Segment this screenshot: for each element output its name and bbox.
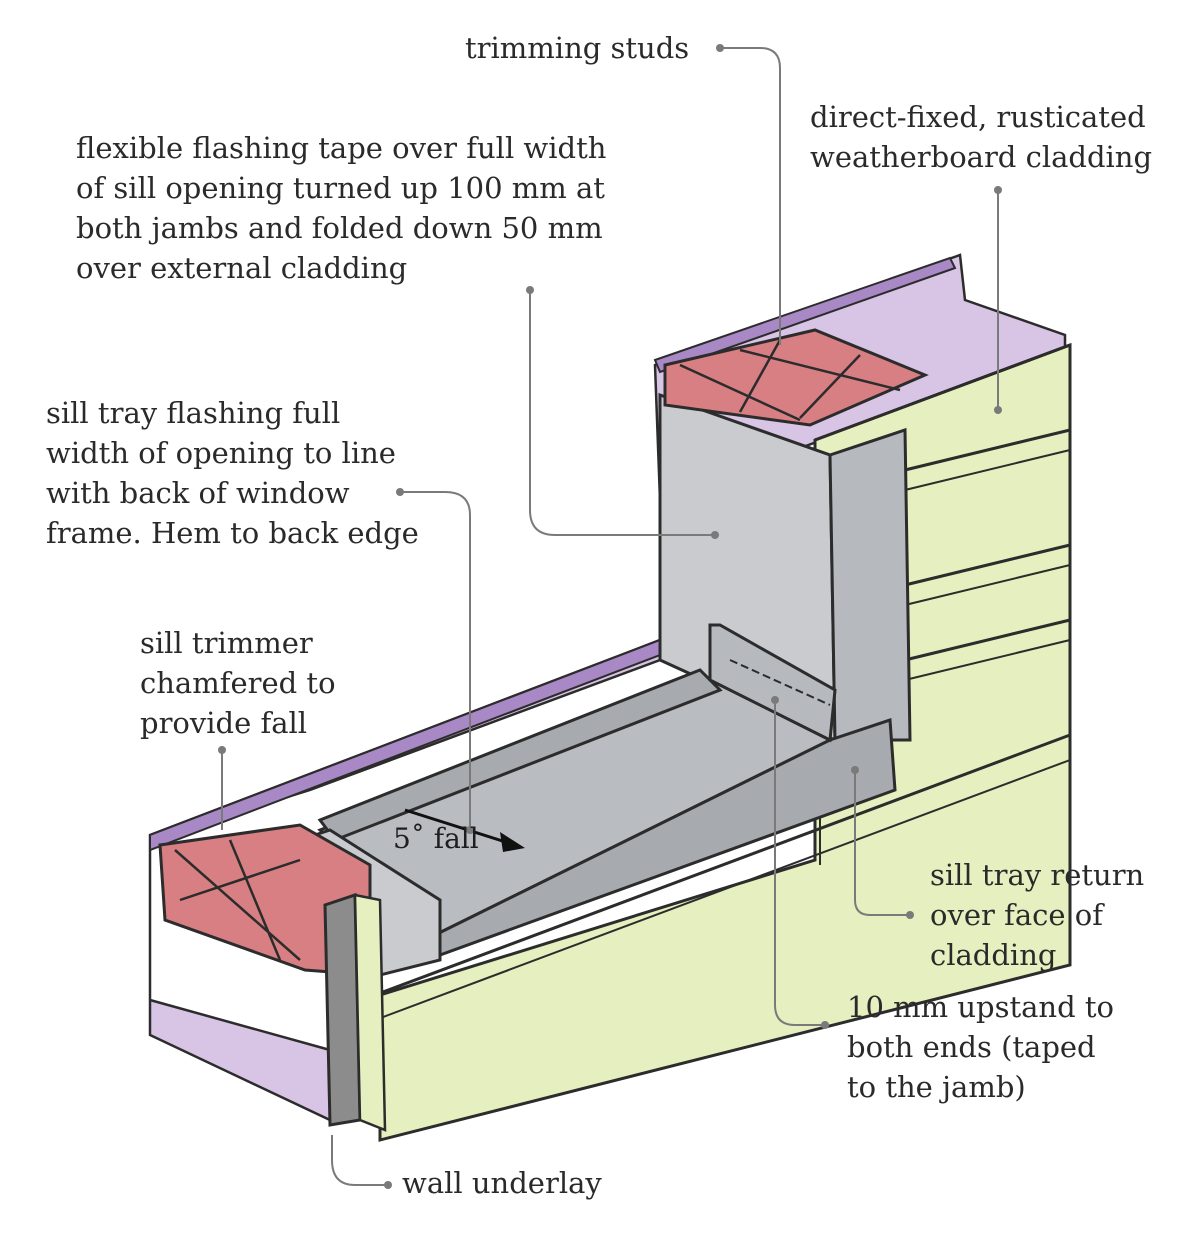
leader-dot-trimming-studs xyxy=(716,44,724,52)
weatherboard-line-1 xyxy=(904,428,1071,472)
label-wall-underlay: wall underlay xyxy=(402,1163,602,1203)
leader-dot-flashing-tape xyxy=(526,286,534,294)
weatherboard-line-6 xyxy=(904,639,1071,681)
leader-dot-sill-tray-end xyxy=(466,826,474,834)
fall-arrowhead xyxy=(500,832,525,852)
trimming-stud-x xyxy=(679,339,901,422)
jamb-flashing-side xyxy=(828,427,912,742)
label-line: wall underlay xyxy=(402,1166,602,1200)
leader-sill-tray xyxy=(400,491,471,830)
leader-dot-tray-return-start xyxy=(851,766,859,774)
label-fall: 5˚ fall xyxy=(393,822,479,855)
leader-tray-return xyxy=(854,770,910,916)
label-line: 10 mm upstand to xyxy=(847,990,1114,1024)
label-sill-tray: sill tray flashing full width of opening… xyxy=(46,393,419,553)
leader-wall-underlay xyxy=(331,1135,388,1186)
label-line: chamfered to xyxy=(140,666,336,700)
label-line: with back of window xyxy=(46,476,350,510)
leader-dot-wall-underlay xyxy=(384,1181,392,1189)
leader-dot-flashing-tape-end xyxy=(711,531,719,539)
leader-dot-upstand-start xyxy=(771,696,779,704)
label-line: over face of xyxy=(930,898,1103,932)
label-trimming-studs: trimming studs xyxy=(465,28,689,68)
fall-arrow xyxy=(404,808,516,847)
label-line: to the jamb) xyxy=(847,1070,1026,1104)
weatherboard-line-8 xyxy=(374,759,1071,1021)
leader-dot-upstand xyxy=(821,1021,829,1029)
label-tray-return: sill tray return over face of cladding xyxy=(930,855,1144,975)
label-cladding: direct-fixed, rusticated weatherboard cl… xyxy=(810,97,1152,177)
label-line: both jambs and folded down 50 mm xyxy=(76,211,603,245)
label-sill-trimmer: sill trimmer chamfered to provide fall xyxy=(140,623,336,743)
weatherboard-line-3 xyxy=(904,543,1071,587)
weatherboard-line-5 xyxy=(904,618,1071,662)
label-line: of sill opening turned up 100 mm at xyxy=(76,171,605,205)
label-line: sill trimmer xyxy=(140,626,313,660)
label-line: frame. Hem to back edge xyxy=(46,516,419,550)
label-line: trimming studs xyxy=(465,31,690,65)
sill-tray-right-upstand xyxy=(708,623,837,743)
label-line: provide fall xyxy=(140,706,308,740)
label-line: over external cladding xyxy=(76,251,408,285)
label-upstand: 10 mm upstand to both ends (taped to the… xyxy=(847,987,1114,1107)
wall-underlay-left xyxy=(148,638,662,1122)
weatherboard-line-7 xyxy=(374,733,1071,997)
leader-dot-cladding xyxy=(994,186,1002,194)
label-line: cladding xyxy=(930,938,1057,972)
leader-trimming-studs xyxy=(720,47,781,345)
wall-underlay-right-edge xyxy=(653,256,957,374)
weatherboard-line-2 xyxy=(904,449,1071,491)
upstand-tape-line xyxy=(729,659,831,706)
label-line: width of opening to line xyxy=(46,436,396,470)
weatherboard-top-edge xyxy=(814,343,1071,442)
label-line: sill tray flashing full xyxy=(46,396,341,430)
sill-trimmer-x xyxy=(174,839,301,961)
leader-dot-cladding-end xyxy=(994,406,1002,414)
label-line: weatherboard cladding xyxy=(810,140,1153,174)
leader-dot-tray-return xyxy=(906,911,914,919)
leader-dot-sill-trimmer xyxy=(218,746,226,754)
cladding-section xyxy=(353,893,387,1132)
label-line: direct-fixed, rusticated xyxy=(810,100,1146,134)
label-flashing-tape: flexible flashing tape over full width o… xyxy=(76,128,606,288)
trimming-stud-top xyxy=(663,328,929,427)
leader-flashing-tape xyxy=(529,290,715,536)
weatherboard-line-4 xyxy=(904,564,1071,606)
leader-upstand xyxy=(774,700,825,1026)
label-line: both ends (taped xyxy=(847,1030,1096,1064)
leader-dot-sill-tray xyxy=(396,488,404,496)
label-line: flexible flashing tape over full width xyxy=(76,131,607,165)
label-line: sill tray return xyxy=(930,858,1145,892)
